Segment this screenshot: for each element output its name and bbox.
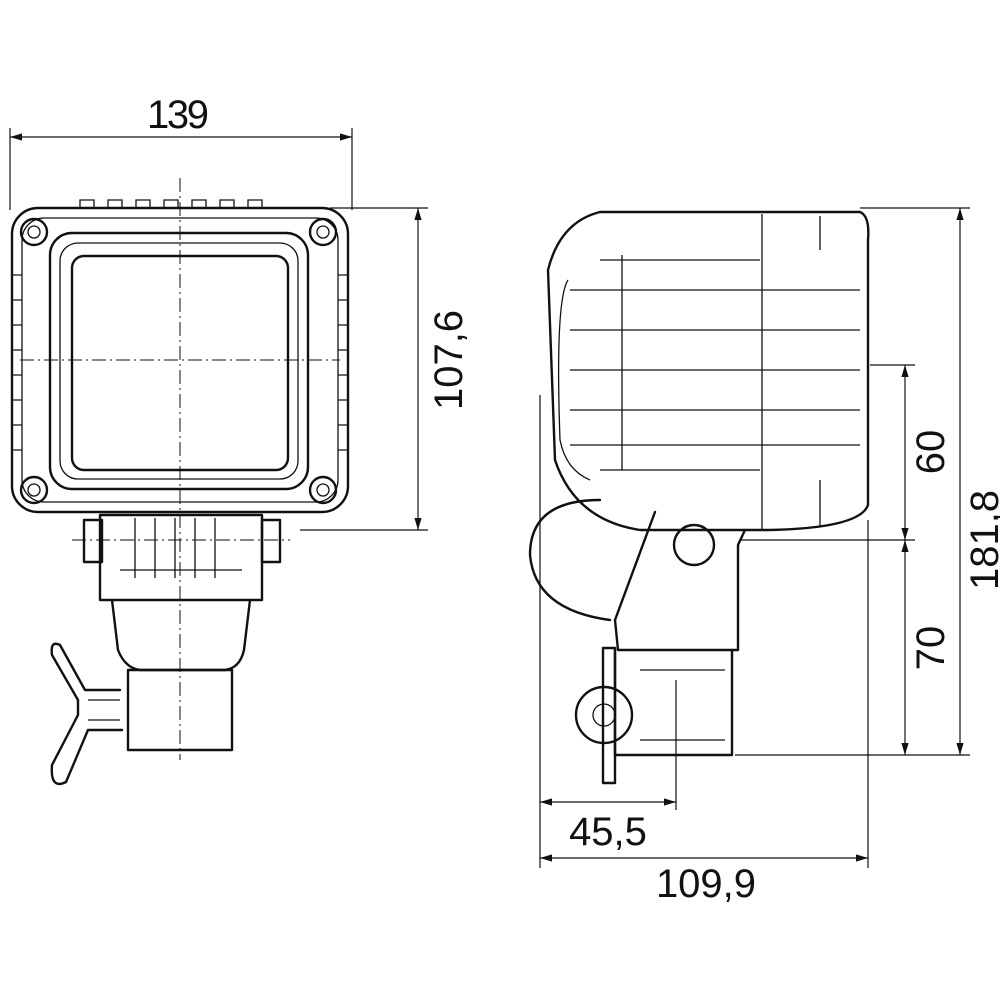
total-height-label: 181,8	[963, 490, 1000, 590]
upper-height-label: 60	[909, 430, 953, 475]
cable	[528, 498, 612, 622]
dimension-139: 139	[9, 93, 353, 210]
total-depth-label: 109,9	[656, 862, 756, 906]
housing-side	[546, 210, 870, 532]
height-label: 107,6	[427, 310, 471, 410]
dimension-109-9: 109,9	[540, 854, 868, 906]
mount-depth-label: 45,5	[569, 810, 647, 854]
top-fins	[79, 199, 263, 208]
dimension-107-6: 107,6	[300, 207, 471, 531]
side-view	[528, 210, 870, 785]
lens-frame	[48, 231, 310, 491]
screw-icon	[19, 217, 338, 505]
side-bracket	[528, 498, 747, 785]
width-label: 139	[147, 93, 209, 137]
dimension-45-5: 45,5	[539, 395, 869, 868]
dimension-60-70: 60 70	[735, 364, 970, 756]
pivot-bolt	[672, 523, 716, 567]
lower-height-label: 70	[909, 626, 953, 671]
dimension-181-8: 181,8	[860, 207, 1000, 755]
side-fins	[12, 274, 348, 451]
mounting-bracket	[82, 513, 282, 752]
wing-nut	[50, 642, 124, 786]
front-view	[10, 178, 350, 786]
